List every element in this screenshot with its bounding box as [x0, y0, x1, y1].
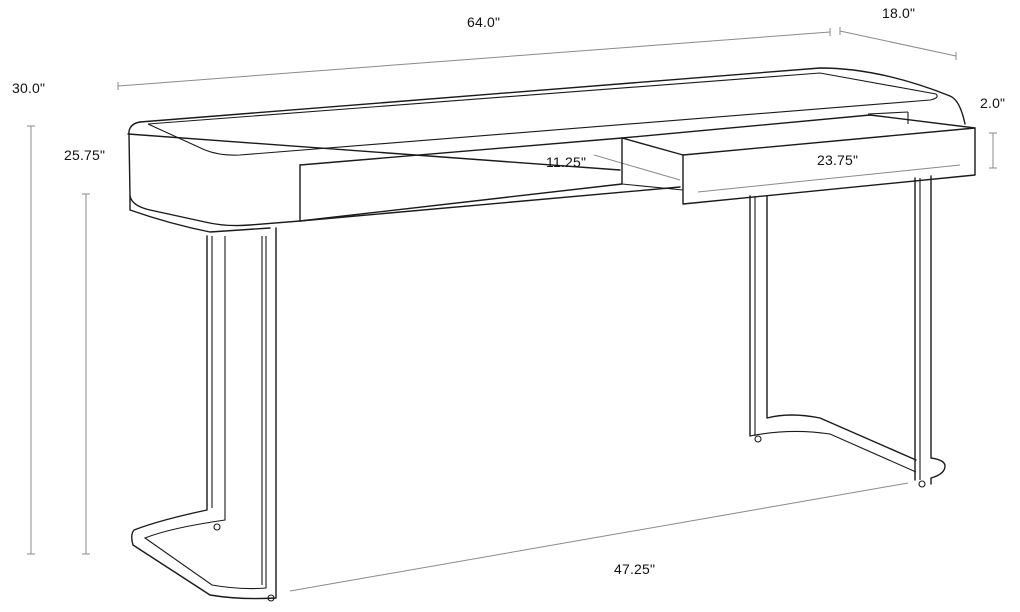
dimension-clearance-height: 25.75" [64, 147, 106, 163]
dimension-overall-width: 64.0" [467, 14, 501, 30]
right-leg [213, 175, 946, 602]
tabletop [127, 67, 966, 233]
dimension-overall-height: 30.0" [12, 80, 46, 96]
dimension-leg-span: 47.25" [614, 561, 656, 577]
dimension-overall-depth: 18.0" [882, 5, 916, 21]
dimension-drawer-height: 2.0" [980, 95, 1006, 111]
dimension-drawer-depth: 11.25" [546, 154, 587, 170]
left-leg [131, 227, 277, 600]
drawer [621, 111, 976, 205]
dimension-drawer-width: 23.75" [817, 152, 859, 168]
dimension-lines [27, 27, 997, 592]
